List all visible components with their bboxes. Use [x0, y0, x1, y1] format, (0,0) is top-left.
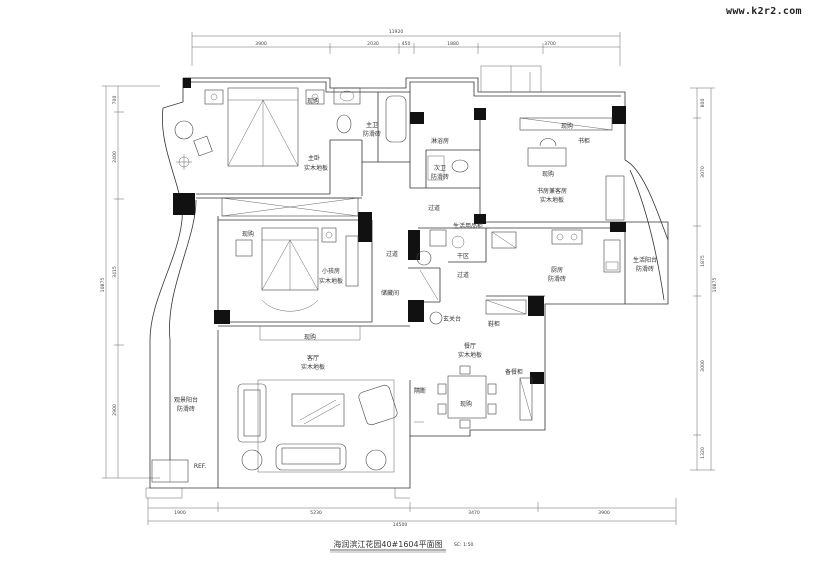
label-study-closet: 现购 — [561, 122, 573, 130]
label-sideboard: 备餐柜 — [505, 368, 523, 376]
dim-left-total: 10875 — [100, 278, 106, 293]
dim-left-4: 2900 — [112, 404, 118, 416]
furniture — [151, 87, 625, 483]
label-living-floor: 实木地板 — [301, 363, 325, 371]
dim-right-3: 1875 — [700, 255, 706, 267]
label-small-floor: 实木地板 — [319, 277, 343, 285]
dim-top-total: 11920 — [389, 29, 404, 35]
label-corridor3: 过道 — [457, 271, 469, 279]
label-dining: 餐厅 — [464, 342, 476, 350]
dim-right-2: 3070 — [700, 166, 706, 178]
dim-right-5: 1320 — [700, 447, 706, 459]
dim-top-2: 2030 — [367, 41, 379, 47]
label-utility-balcony: 生活阳台 — [633, 256, 657, 264]
dim-bottom-total: 14500 — [393, 522, 408, 528]
dim-bottom-1: 1900 — [174, 510, 186, 516]
dim-left-2: 2400 — [112, 151, 118, 163]
label-shower: 淋浴房 — [431, 137, 449, 145]
label-small-closet: 现购 — [242, 230, 254, 238]
dim-top-3: 450 — [402, 41, 411, 47]
dim-bottom-3: 3470 — [468, 510, 480, 516]
label-shoe-cabinet: 鞋柜 — [488, 320, 500, 328]
columns — [173, 78, 626, 384]
label-corridor2: 过道 — [386, 250, 398, 258]
dim-top-4: 1880 — [447, 41, 459, 47]
bottom-dimensions: 1900 5230 3470 3900 14500 — [147, 498, 677, 528]
label-kitchen-floor: 防滑砖 — [548, 275, 566, 283]
dim-left-1: 700 — [112, 96, 118, 105]
left-dimensions: 700 2400 3415 2900 10875 — [100, 85, 160, 479]
label-storage: 储藏间 — [381, 289, 399, 297]
label-dining-table: 现购 — [460, 400, 472, 408]
scale-note: SC: 1:50 — [454, 542, 474, 548]
label-utility-balcony-floor: 防滑砖 — [636, 265, 654, 273]
dim-top-1: 3900 — [255, 41, 267, 47]
label-bookcase: 书柜 — [578, 137, 590, 145]
right-dimensions: 800 3070 1875 3000 1320 10875 — [690, 87, 718, 471]
label-foyer: 玄关台 — [443, 315, 461, 323]
interior-walls — [196, 92, 626, 488]
label-fridge: REF. — [194, 463, 206, 470]
dim-bottom-4: 3900 — [598, 510, 610, 516]
outer-walls — [145, 65, 669, 499]
label-corridor: 过道 — [428, 204, 440, 212]
plan-title: 海润滨江花园40#1604平面图 — [333, 539, 442, 549]
label-dry-area: 干区 — [457, 253, 469, 260]
label-study-desk: 现购 — [542, 170, 554, 178]
top-dimensions: 11920 3900 2030 450 1880 3700 — [191, 29, 621, 66]
label-guest-bath: 次卫 — [434, 164, 446, 172]
label-study-floor: 实木地板 — [540, 196, 564, 204]
room-labels: 现购 主卧 实木地板 主卫 防滑砖 淋浴房 次卫 防滑砖 现购 书柜 现购 书房… — [174, 97, 657, 470]
label-living-tv: 现购 — [304, 333, 316, 341]
drawing-title: 海润滨江花园40#1604平面图 SC: 1:50 — [330, 539, 474, 553]
label-master-bath-floor: 防滑砖 — [363, 130, 381, 138]
label-partition: 隔断 — [414, 387, 426, 395]
label-guest-bath-floor: 防滑砖 — [431, 173, 449, 181]
label-living: 客厅 — [307, 354, 319, 362]
label-small-bedroom: 小孩房 — [322, 267, 340, 275]
dim-right-4: 3000 — [700, 360, 706, 372]
label-supplies: 生活用品柜 — [453, 222, 483, 230]
label-view-balcony-floor: 防滑砖 — [177, 405, 195, 413]
dim-left-3: 3415 — [112, 266, 118, 278]
dim-top-5: 3700 — [544, 41, 556, 47]
watermark: www.k2r2.com — [726, 6, 802, 17]
label-master-bath: 主卫 — [366, 121, 378, 129]
label-master-closet: 现购 — [307, 97, 319, 105]
dim-bottom-2: 5230 — [310, 510, 322, 516]
label-master-bedroom: 主卧 — [308, 154, 320, 162]
label-view-balcony: 观景阳台 — [174, 396, 198, 404]
dim-right-total: 10875 — [712, 278, 718, 293]
label-kitchen: 厨房 — [551, 266, 563, 274]
dim-right-1: 800 — [700, 99, 706, 108]
label-study: 书房兼客房 — [537, 187, 567, 195]
label-master-floor: 实木地板 — [304, 164, 328, 172]
label-dining-floor: 实木地板 — [458, 351, 482, 359]
